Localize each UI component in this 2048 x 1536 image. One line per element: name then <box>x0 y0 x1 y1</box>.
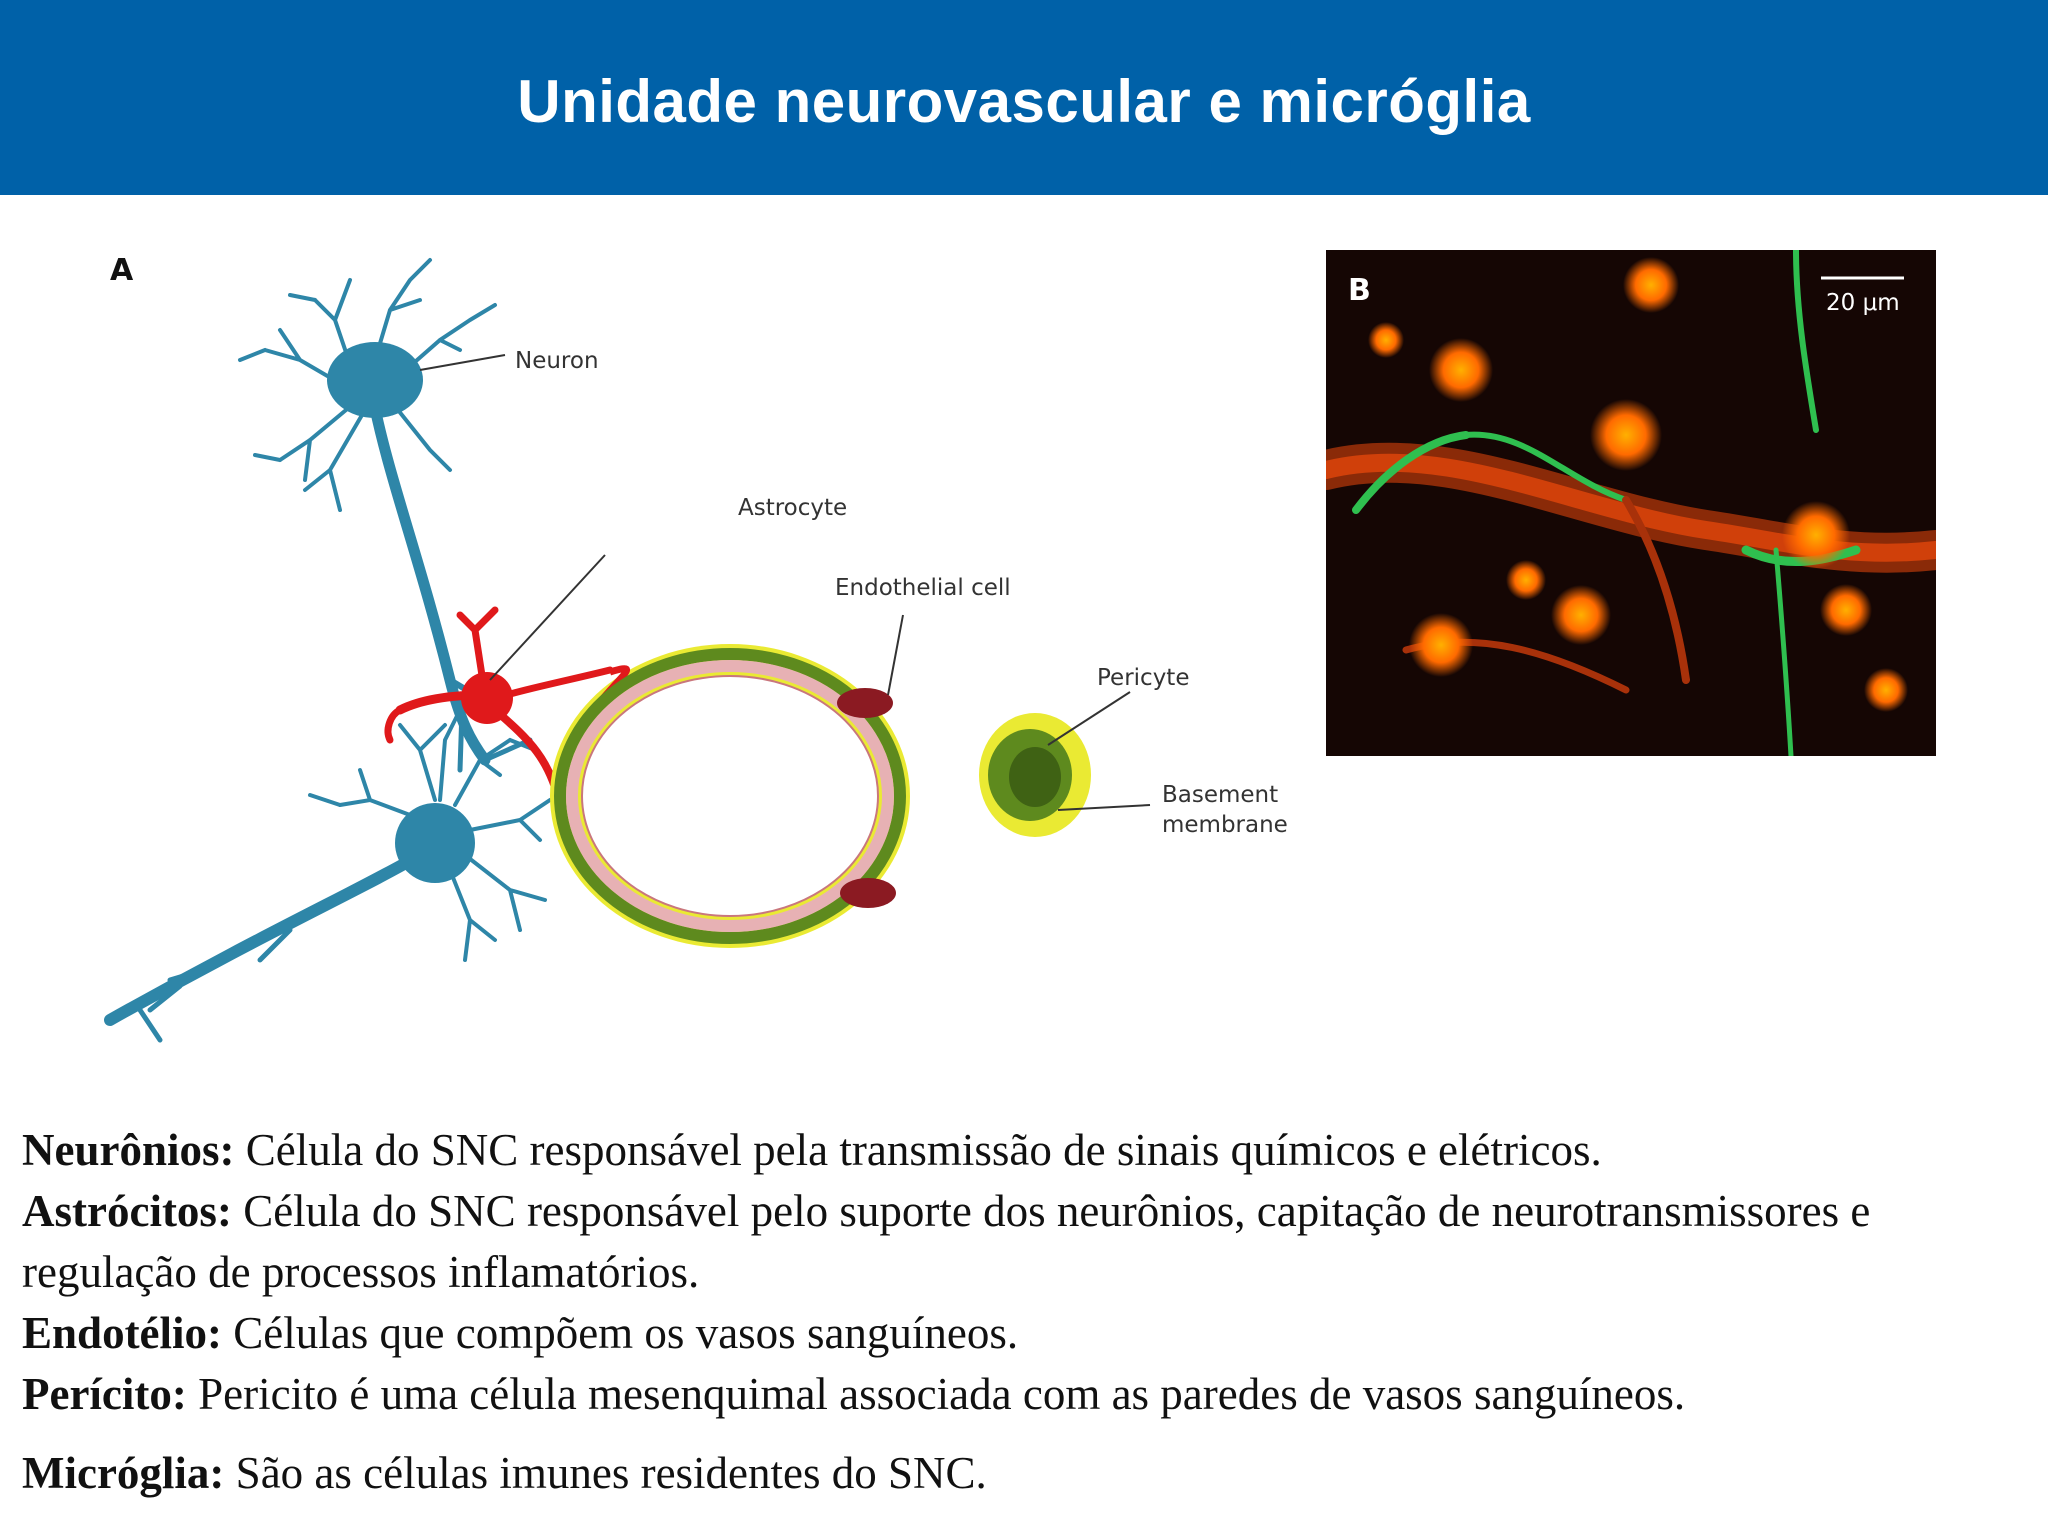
pericyte <box>979 713 1091 837</box>
term-endotelio: Endotélio: <box>22 1308 223 1358</box>
definition-astrocitos: Astrócitos: Célula do SNC responsável pe… <box>22 1181 2022 1303</box>
endothelial-nucleus-top <box>837 688 893 718</box>
term-pericito: Perícito: <box>22 1369 187 1419</box>
definition-endotelio: Endotélio: Células que compõem os vasos … <box>22 1303 2022 1364</box>
lower-neuron <box>104 708 552 1043</box>
label-neuron: Neuron <box>515 348 599 374</box>
label-pericyte: Pericyte <box>1097 665 1189 691</box>
title-bar: Unidade neurovascular e micróglia <box>0 0 2048 195</box>
definition-microglia: Micróglia: São as células imunes residen… <box>22 1443 2022 1504</box>
text-microglia: São as células imunes residentes do SNC. <box>224 1448 987 1498</box>
astrocyte-cells <box>1368 257 1908 712</box>
astrocyte-soma <box>461 672 513 724</box>
term-microglia: Micróglia: <box>22 1448 225 1498</box>
blood-vessel <box>550 644 910 948</box>
label-astrocyte: Astrocyte <box>738 495 847 521</box>
text-endotelio: Células que compõem os vasos sanguíneos. <box>222 1308 1019 1358</box>
neurovascular-unit-diagram: A <box>90 240 1340 1060</box>
definition-pericito: Perícito: Pericito é uma célula mesenqui… <box>22 1364 2022 1425</box>
slide-title: Unidade neurovascular e micróglia <box>517 68 1531 135</box>
text-pericito: Pericito é uma célula mesenquimal associ… <box>186 1369 1686 1419</box>
term-neuronios: Neurônios: <box>22 1125 235 1175</box>
text-neuronios: Célula do SNC responsável pela transmiss… <box>234 1125 1602 1175</box>
upper-neuron-soma <box>327 342 423 418</box>
leader-lines <box>419 354 1151 811</box>
lower-neuron-soma <box>395 803 475 883</box>
label-basement-line2: membrane <box>1162 812 1288 838</box>
label-basement-line1: Basement <box>1162 782 1278 808</box>
endothelial-nucleus-bottom <box>840 878 896 908</box>
label-endothelial-cell: Endothelial cell <box>835 575 1011 601</box>
term-astrocitos: Astrócitos: <box>22 1186 232 1236</box>
upper-neuron <box>238 258 533 773</box>
text-astrocitos: Célula do SNC responsável pelo suporte d… <box>22 1186 1871 1297</box>
scale-bar-label: 20 μm <box>1826 290 1900 316</box>
fluorescence-micrograph: B 20 μm <box>1326 250 1936 756</box>
definition-neuronios: Neurônios: Célula do SNC responsável pel… <box>22 1120 2022 1181</box>
panel-letter-a: A <box>110 253 134 288</box>
panel-letter-b: B <box>1348 273 1371 308</box>
definitions-list: Neurônios: Célula do SNC responsável pel… <box>22 1120 2022 1504</box>
